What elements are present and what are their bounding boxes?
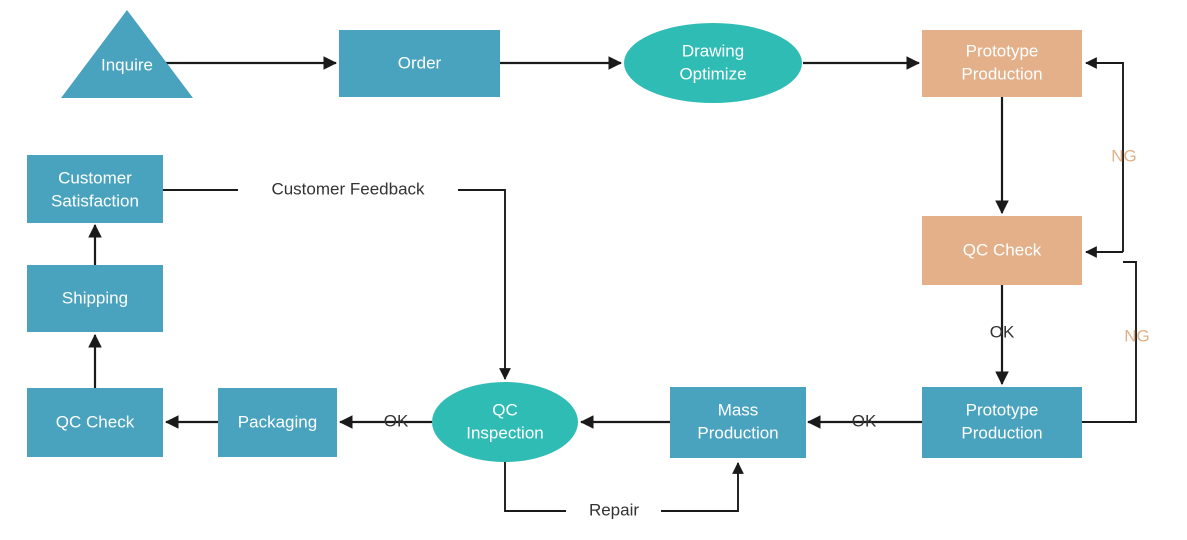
edge-label-ok-qc-check-to-prototype: OK [990, 322, 1015, 341]
node-drawing-optimize-label-line2: Optimize [679, 64, 746, 83]
node-shipping-label: Shipping [62, 288, 128, 307]
ellipse-shape [432, 382, 578, 462]
node-mass-production-label-line2: Production [697, 423, 778, 442]
node-mass-production-label-line1: Mass [718, 400, 759, 419]
rect-shape [922, 30, 1082, 97]
rect-shape [339, 30, 500, 97]
edge-repair-left-segment [504, 462, 566, 512]
edge-ng-qc-check-to-prototype-top [1085, 57, 1124, 252]
node-prototype-production-bottom-label-line1: Prototype [966, 400, 1039, 419]
rect-shape [922, 387, 1082, 458]
rect-shape [27, 265, 163, 332]
node-prototype-production-top-label-line2: Production [961, 64, 1042, 83]
node-customer-satisfaction-label-line1: Customer [58, 168, 132, 187]
node-qc-check-tan[interactable]: QC Check [922, 216, 1082, 285]
triangle-shape [61, 10, 193, 98]
rect-shape [218, 388, 337, 457]
node-shipping[interactable]: Shipping [27, 265, 163, 332]
edge-label-ng-upper: NG [1111, 146, 1137, 165]
node-qc-inspection-label-line1: QC [492, 400, 518, 419]
node-inquire[interactable]: Inquire [61, 10, 193, 98]
edge-label-ok-inspection-to-packaging: OK [384, 411, 409, 430]
node-qc-check-blue[interactable]: QC Check [27, 388, 163, 457]
node-prototype-production-top-label-line1: Prototype [966, 41, 1039, 60]
rect-shape [922, 216, 1082, 285]
node-qc-inspection[interactable]: QC Inspection [432, 382, 578, 462]
rect-shape [670, 387, 806, 458]
node-qc-check-tan-label: QC Check [963, 240, 1042, 259]
node-packaging-label: Packaging [238, 412, 317, 431]
edge-customer-feedback-to-qc-inspection [458, 189, 511, 380]
node-customer-satisfaction-label-line2: Satisfaction [51, 191, 139, 210]
node-qc-inspection-label-line2: Inspection [466, 423, 544, 442]
node-prototype-production-top[interactable]: Prototype Production [922, 30, 1082, 97]
node-order[interactable]: Order [339, 30, 500, 97]
node-mass-production[interactable]: Mass Production [670, 387, 806, 458]
node-customer-satisfaction[interactable]: Customer Satisfaction [27, 155, 163, 223]
rect-shape [27, 388, 163, 457]
edge-label-customer-feedback: Customer Feedback [271, 179, 425, 198]
node-prototype-production-bottom[interactable]: Prototype Production [922, 387, 1082, 458]
node-packaging[interactable]: Packaging [218, 388, 337, 457]
ellipse-shape [624, 23, 802, 103]
node-drawing-optimize-label-line1: Drawing [682, 41, 744, 60]
edge-repair-to-mass-production [661, 462, 744, 512]
node-drawing-optimize[interactable]: Drawing Optimize [624, 23, 802, 103]
node-order-label: Order [398, 53, 442, 72]
edge-label-ok-prototype-to-mass: OK [852, 411, 877, 430]
node-qc-check-blue-label: QC Check [56, 412, 135, 431]
node-prototype-production-bottom-label-line2: Production [961, 423, 1042, 442]
edge-label-repair: Repair [589, 500, 639, 519]
edge-ng-prototype-bottom-to-qc-check [1082, 261, 1137, 423]
rect-shape [27, 155, 163, 223]
node-inquire-label: Inquire [101, 55, 153, 74]
edge-label-ng-lower: NG [1124, 326, 1150, 345]
